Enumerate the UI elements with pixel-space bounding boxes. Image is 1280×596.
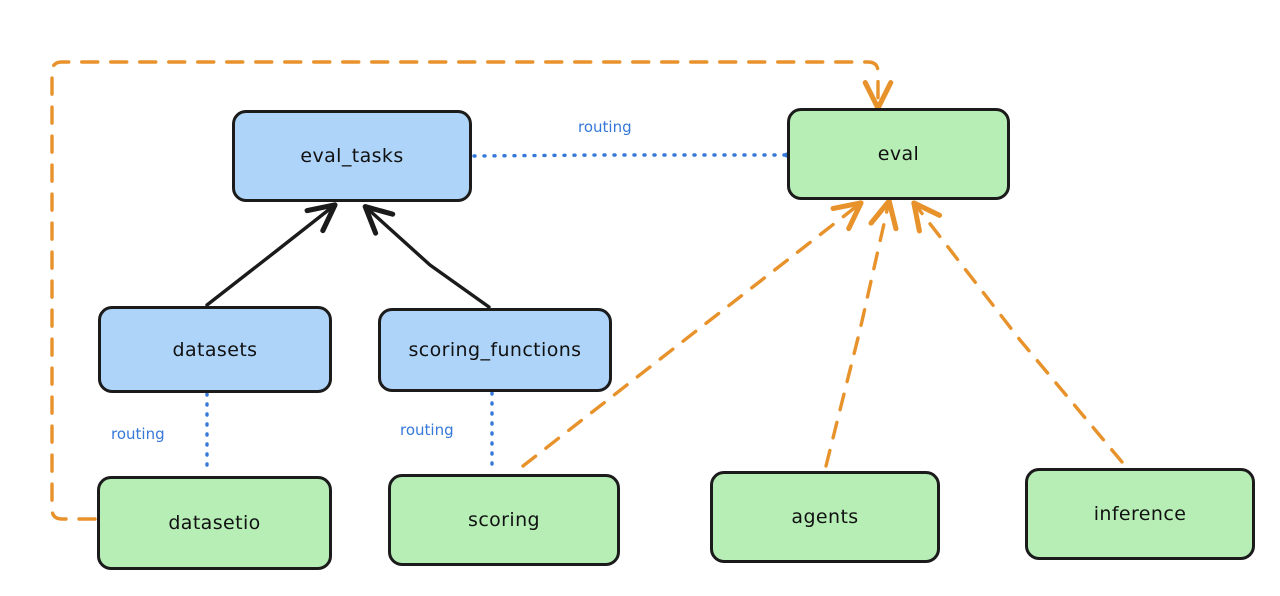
- node-eval-tasks-label: eval_tasks: [300, 145, 404, 167]
- node-datasets[interactable]: datasets: [98, 306, 332, 393]
- edge-eval-tasks-to-eval: [472, 153, 788, 158]
- edge-inference-to-eval: [911, 200, 1124, 464]
- node-eval[interactable]: eval: [787, 108, 1010, 200]
- edge-label-routing-scoring-functions-scoring: routing: [400, 421, 454, 439]
- node-inference[interactable]: inference: [1025, 468, 1255, 560]
- node-datasets-label: datasets: [172, 338, 258, 361]
- node-datasetio[interactable]: datasetio: [97, 476, 332, 570]
- edge-datasetio-to-eval: [50, 60, 894, 521]
- node-eval-tasks[interactable]: eval_tasks: [232, 110, 472, 202]
- node-scoring-label: scoring: [468, 509, 540, 531]
- node-inference-label: inference: [1093, 503, 1187, 525]
- node-scoring-functions-label: scoring_functions: [408, 339, 582, 361]
- edge-label-routing-datasets-datasetio: routing: [111, 425, 165, 443]
- edge-scoring-to-eval: [521, 200, 864, 468]
- node-datasetio-label: datasetio: [168, 512, 261, 534]
- node-scoring-functions[interactable]: scoring_functions: [378, 308, 612, 392]
- node-eval-label: eval: [877, 143, 920, 165]
- node-agents-label: agents: [791, 506, 859, 528]
- edge-agents-to-eval: [824, 198, 899, 468]
- node-scoring[interactable]: scoring: [388, 474, 620, 566]
- edge-scoring-functions-to-eval-tasks: [362, 204, 491, 309]
- edge-label-routing-eval-tasks-eval: routing: [578, 118, 632, 136]
- node-agents[interactable]: agents: [710, 471, 940, 563]
- edge-datasets-to-eval-tasks: [205, 202, 338, 307]
